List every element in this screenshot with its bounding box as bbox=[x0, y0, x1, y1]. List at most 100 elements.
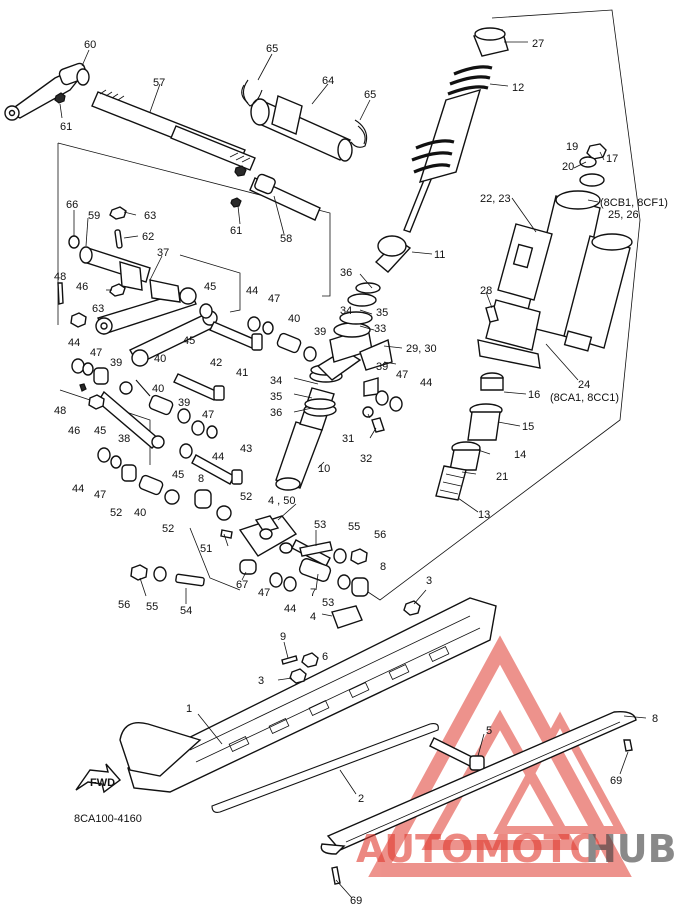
callout-27: 27 bbox=[532, 38, 544, 50]
callout-44: 44 bbox=[212, 451, 224, 463]
callout-61: 61 bbox=[60, 121, 72, 133]
callout-44: 44 bbox=[420, 377, 432, 389]
callout-40: 40 bbox=[288, 313, 300, 325]
pedal-arm bbox=[4, 62, 90, 121]
callout-36: 36 bbox=[270, 407, 282, 419]
callout-69: 69 bbox=[610, 775, 622, 787]
callout-55: 55 bbox=[348, 521, 360, 533]
callout-15: 15 bbox=[522, 421, 534, 433]
callout-46: 46 bbox=[68, 425, 80, 437]
callout-56: 56 bbox=[118, 599, 130, 611]
damper-components bbox=[435, 372, 504, 501]
callout-47: 47 bbox=[94, 489, 106, 501]
callout-53: 53 bbox=[314, 519, 326, 531]
callout-63: 63 bbox=[144, 210, 156, 222]
callout-62: 62 bbox=[142, 231, 154, 243]
callout-69: 69 bbox=[350, 895, 362, 907]
drawing-code: 8CA100-4160 bbox=[74, 813, 142, 825]
callout-38: 38 bbox=[118, 433, 130, 445]
callout-19: 19 bbox=[566, 141, 578, 153]
callout-58: 58 bbox=[280, 233, 292, 245]
front-direction-arrow: FWD bbox=[75, 763, 122, 794]
callout-40: 40 bbox=[134, 507, 146, 519]
callout-9: 9 bbox=[280, 631, 286, 643]
callout-29-30: 29, 30 bbox=[406, 343, 437, 355]
watermark-word-dark: HUB bbox=[585, 827, 677, 871]
callout-42: 42 bbox=[210, 357, 222, 369]
callout-45: 45 bbox=[204, 281, 216, 293]
steering-column bbox=[275, 159, 439, 491]
callout-34: 34 bbox=[270, 375, 282, 387]
callout-8: 8 bbox=[380, 561, 386, 573]
callout-34: 34 bbox=[340, 305, 352, 317]
callout-40: 40 bbox=[152, 383, 164, 395]
callout-47: 47 bbox=[202, 409, 214, 421]
watermark-text: AUTOMOTO HUB bbox=[356, 827, 677, 871]
callout-35: 35 bbox=[270, 391, 282, 403]
callout-63: 63 bbox=[92, 303, 104, 315]
callout-47: 47 bbox=[90, 347, 102, 359]
callout-59: 59 bbox=[88, 210, 100, 222]
callout-45: 45 bbox=[183, 335, 195, 347]
callout-52: 52 bbox=[162, 523, 174, 535]
callout-13: 13 bbox=[478, 509, 490, 521]
linkage-group-outline bbox=[57, 142, 331, 297]
callout-17: 17 bbox=[606, 153, 618, 165]
callout-33: 33 bbox=[374, 323, 386, 335]
callout-7: 7 bbox=[310, 587, 316, 599]
callout-66: 66 bbox=[66, 199, 78, 211]
callout-24: 24 bbox=[578, 379, 590, 391]
shock-group-outline bbox=[364, 9, 641, 601]
callout-53: 53 bbox=[322, 597, 334, 609]
shock-spring bbox=[411, 27, 509, 184]
callout-67: 67 bbox=[236, 579, 248, 591]
callout-55: 55 bbox=[146, 601, 158, 613]
callout-37: 37 bbox=[157, 247, 169, 259]
callout-35: 35 bbox=[376, 307, 388, 319]
callout-46: 46 bbox=[76, 281, 88, 293]
callout-57: 57 bbox=[153, 77, 165, 89]
callout-8: 8 bbox=[198, 473, 204, 485]
callout-64: 64 bbox=[322, 75, 334, 87]
callout-5: 5 bbox=[486, 725, 492, 737]
callout-41: 41 bbox=[236, 367, 248, 379]
shock-absorber bbox=[477, 190, 633, 369]
callout-48: 48 bbox=[54, 405, 66, 417]
callout-39: 39 bbox=[178, 397, 190, 409]
callout-52: 52 bbox=[110, 507, 122, 519]
callout-60: 60 bbox=[84, 39, 96, 51]
leader-lines bbox=[59, 41, 647, 899]
ski-left bbox=[119, 597, 497, 793]
callout-8: 8 bbox=[652, 713, 658, 725]
callout-10: 10 bbox=[318, 463, 330, 475]
callout-4: 4 bbox=[310, 611, 316, 623]
callout-25-26: 25, 26 bbox=[608, 209, 639, 221]
callout-12: 12 bbox=[512, 82, 524, 94]
o-ring bbox=[68, 235, 80, 249]
front-marker-label: FWD bbox=[90, 777, 115, 789]
callout-1: 1 bbox=[186, 703, 192, 715]
callout-48: 48 bbox=[54, 271, 66, 283]
variant-note-lower: (8CA1, 8CC1) bbox=[550, 392, 619, 404]
callout-28: 28 bbox=[480, 285, 492, 297]
callout-61: 61 bbox=[230, 225, 242, 237]
callout-52: 52 bbox=[240, 491, 252, 503]
steering-shaft bbox=[91, 89, 321, 221]
callout-54: 54 bbox=[180, 605, 192, 617]
callout-14: 14 bbox=[514, 449, 526, 461]
callout-47: 47 bbox=[268, 293, 280, 305]
callout-44: 44 bbox=[72, 483, 84, 495]
callout-56: 56 bbox=[374, 529, 386, 541]
callout-39: 39 bbox=[110, 357, 122, 369]
callout-40: 40 bbox=[154, 353, 166, 365]
callout-43: 43 bbox=[240, 443, 252, 455]
callout-47: 47 bbox=[258, 587, 270, 599]
callout-6: 6 bbox=[322, 651, 328, 663]
callout-3: 3 bbox=[426, 575, 432, 587]
linkage-assembly bbox=[79, 246, 218, 449]
callout-51: 51 bbox=[200, 543, 212, 555]
callout-2: 2 bbox=[358, 793, 364, 805]
variant-note-upper: (8CB1, 8CF1) bbox=[600, 197, 668, 209]
ski-bracket bbox=[238, 515, 331, 567]
callout-44: 44 bbox=[68, 337, 80, 349]
